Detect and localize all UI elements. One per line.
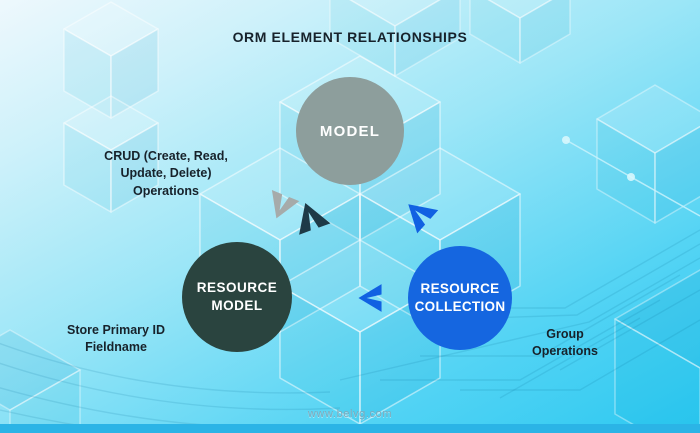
- chevron-gray-icon: [271, 190, 300, 219]
- annotation-crud-operations: CRUD (Create, Read, Update, Delete) Oper…: [104, 149, 228, 198]
- node-resource-model-label-line1: RESOURCE: [196, 279, 278, 295]
- node-resource-collection-label-line2: COLLECTION: [414, 299, 506, 314]
- annotation-store-primary-id: Store Primary ID Fieldname: [67, 323, 165, 355]
- cube: [63, 1, 159, 119]
- node-model-label: MODEL: [319, 122, 381, 140]
- cube: [469, 0, 571, 64]
- cube: [329, 0, 461, 77]
- node-resource-model-label-line2: MODEL: [211, 298, 263, 313]
- cube: [0, 329, 81, 433]
- cube: [596, 84, 700, 224]
- footer-url: www.belvg.com: [307, 408, 393, 420]
- diagram-title: ORM ELEMENT RELATIONSHIPS: [232, 29, 468, 45]
- node-resource-collection-label-line1: RESOURCE: [420, 280, 500, 296]
- bottom-accent-bar: [0, 424, 700, 433]
- circuit-traces: [0, 229, 700, 433]
- node-trace: [562, 136, 700, 217]
- node-resource-collection: RESOURCE COLLECTION: [408, 246, 512, 350]
- chevron-dark-icon: [299, 202, 331, 235]
- node-resource-model: RESOURCE MODEL: [182, 242, 292, 352]
- chevron-blue-left-icon: [358, 284, 382, 312]
- cube: [63, 95, 159, 213]
- annotation-group-operations: Group Operations: [532, 327, 598, 359]
- node-model: MODEL: [296, 77, 404, 185]
- chevron-blue-up-icon: [408, 204, 439, 234]
- cube: [614, 269, 700, 433]
